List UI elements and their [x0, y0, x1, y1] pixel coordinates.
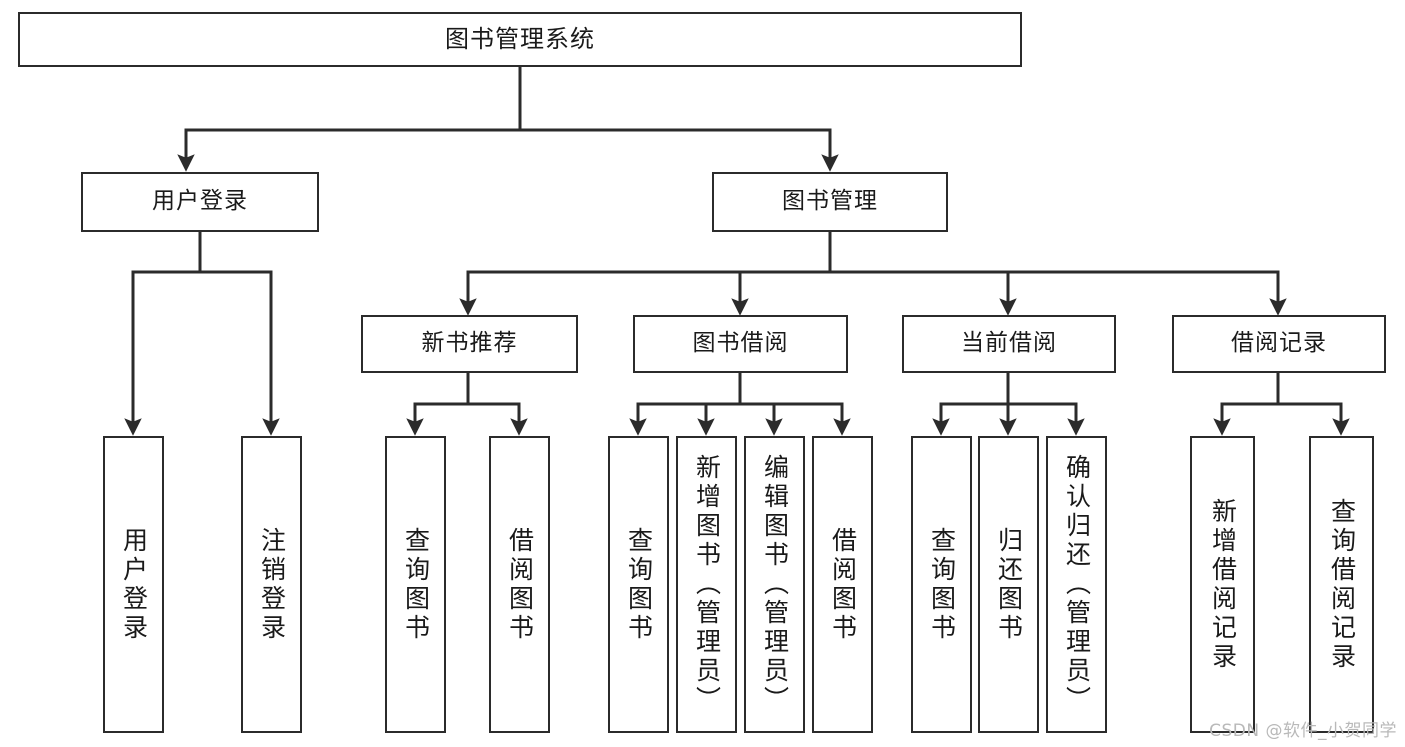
node-leaf-add-record-label: 新增借阅记录	[1208, 497, 1238, 672]
node-leaf-borrow-book-2[interactable]: 借阅图书	[812, 436, 873, 733]
node-current-borrow-label: 当前借阅	[961, 330, 1057, 357]
node-leaf-confirm-return[interactable]: 确认归还（管理员）	[1046, 436, 1107, 733]
node-leaf-query-record-label: 查询借阅记录	[1327, 497, 1357, 672]
node-leaf-return-book[interactable]: 归还图书	[978, 436, 1039, 733]
node-leaf-edit-book-label: 编辑图书（管理员）	[760, 454, 790, 715]
node-leaf-add-book-label: 新增图书（管理员）	[692, 454, 722, 715]
node-leaf-user-logout[interactable]: 注销登录	[241, 436, 302, 733]
node-borrow-record[interactable]: 借阅记录	[1172, 315, 1386, 373]
connector-user-login	[124, 230, 280, 436]
node-leaf-borrow-book-2-label: 借阅图书	[828, 526, 858, 643]
node-root[interactable]: 图书管理系统	[18, 12, 1022, 67]
node-leaf-user-login[interactable]: 用户登录	[103, 436, 164, 733]
node-leaf-borrow-book-1-label: 借阅图书	[505, 526, 535, 643]
node-leaf-query-book-2[interactable]: 查询图书	[608, 436, 669, 733]
node-current-borrow[interactable]: 当前借阅	[902, 315, 1116, 373]
node-leaf-query-book-3[interactable]: 查询图书	[911, 436, 972, 733]
node-leaf-edit-book[interactable]: 编辑图书（管理员）	[744, 436, 805, 733]
connector-book-manage	[459, 230, 1287, 316]
node-new-book-rec[interactable]: 新书推荐	[361, 315, 578, 373]
node-root-label: 图书管理系统	[445, 25, 595, 54]
node-leaf-query-book-3-label: 查询图书	[927, 526, 957, 643]
node-leaf-add-record[interactable]: 新增借阅记录	[1190, 436, 1255, 733]
node-book-borrow[interactable]: 图书借阅	[633, 315, 848, 373]
node-book-manage-label: 图书管理	[782, 188, 878, 215]
node-leaf-return-book-label: 归还图书	[994, 526, 1024, 643]
node-leaf-user-login-label: 用户登录	[119, 526, 149, 643]
node-leaf-query-record[interactable]: 查询借阅记录	[1309, 436, 1374, 733]
node-leaf-query-book-1[interactable]: 查询图书	[385, 436, 446, 733]
node-user-login-label: 用户登录	[152, 188, 248, 215]
node-book-manage[interactable]: 图书管理	[712, 172, 948, 232]
node-book-borrow-label: 图书借阅	[692, 330, 789, 357]
node-leaf-query-book-2-label: 查询图书	[624, 526, 654, 643]
node-new-book-rec-label: 新书推荐	[421, 330, 518, 357]
node-leaf-confirm-return-label: 确认归还（管理员）	[1062, 454, 1092, 715]
node-leaf-query-book-1-label: 查询图书	[401, 526, 431, 643]
connector-new-book-rec	[406, 371, 528, 436]
node-leaf-add-book[interactable]: 新增图书（管理员）	[676, 436, 737, 733]
node-leaf-borrow-book-1[interactable]: 借阅图书	[489, 436, 550, 733]
connector-borrow-record	[1213, 371, 1350, 436]
node-borrow-record-label: 借阅记录	[1231, 330, 1327, 357]
connector-current-borrow	[932, 371, 1085, 436]
node-leaf-user-logout-label: 注销登录	[257, 526, 287, 643]
connector-book-borrow	[629, 371, 851, 436]
node-user-login[interactable]: 用户登录	[81, 172, 319, 232]
connector-root	[177, 65, 839, 172]
